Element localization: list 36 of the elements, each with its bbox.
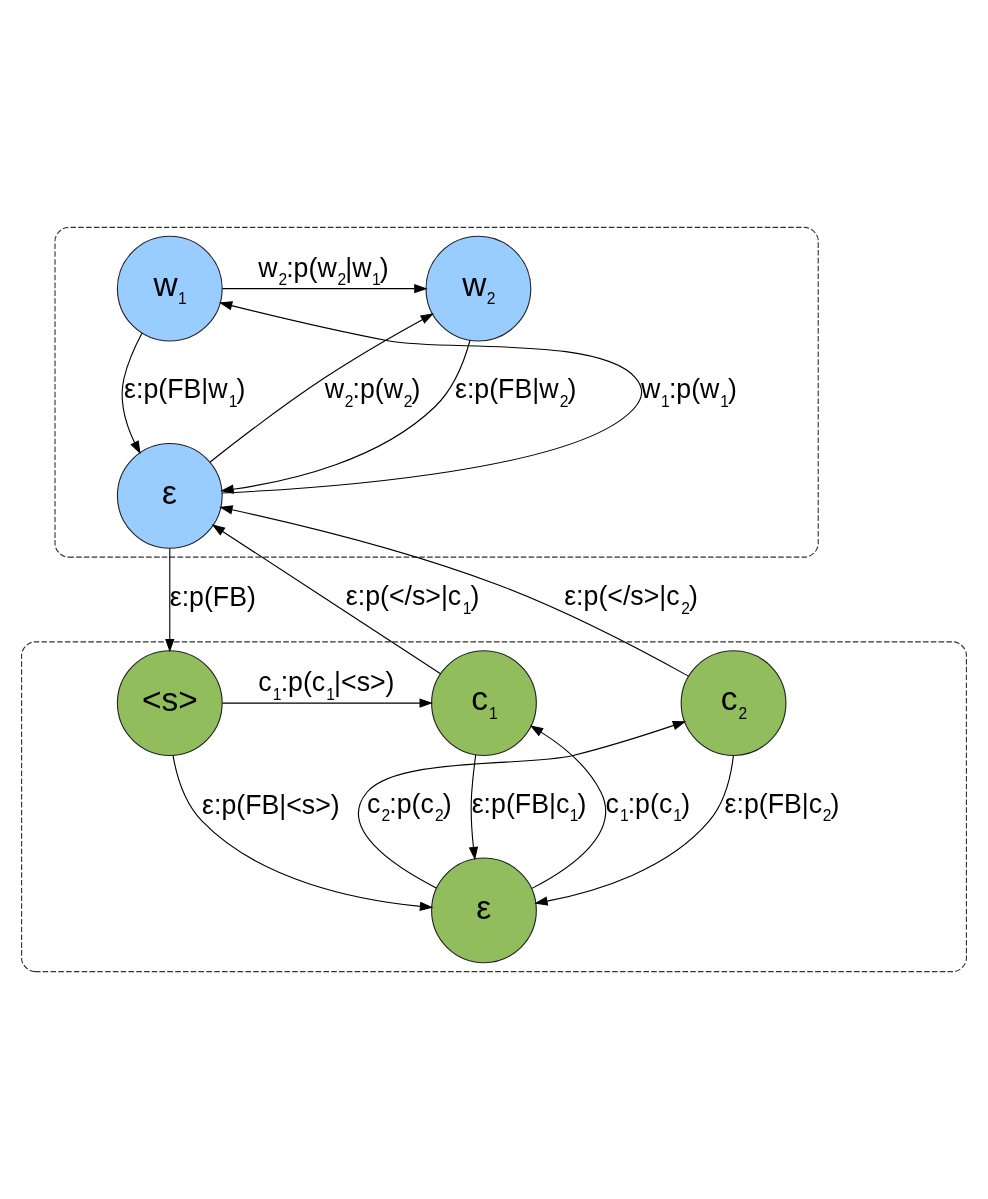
arrow bbox=[529, 725, 607, 889]
arrow bbox=[121, 332, 143, 455]
edge-label: ε:p(FB|w$_{1}$) bbox=[124, 374, 246, 410]
edge-label: ε:p(</s>|c$_{1}$) bbox=[345, 581, 480, 617]
node-circle: w$_{2}$ bbox=[425, 235, 532, 342]
edge-label: ε:p(FB|w$_{2}$) bbox=[455, 374, 577, 410]
edge-label: ε:p(FB) bbox=[169, 582, 256, 613]
edge-label: ε:p(</s>|c$_{2}$) bbox=[564, 581, 698, 617]
arrow bbox=[221, 283, 428, 294]
node-circle: c$_{1}$ bbox=[431, 650, 537, 757]
arrow bbox=[211, 524, 442, 675]
edge-label: c$_{1}$:p(c$_{1}$) bbox=[605, 788, 691, 825]
cluster bbox=[21, 641, 967, 973]
edge-label: w$_{2}$:p(w$_{2}$|w$_{1}$) bbox=[258, 252, 389, 289]
edge-label: w$_{1}$:p(w$_{1}$) bbox=[641, 374, 737, 410]
arrow bbox=[534, 755, 734, 906]
edge-label: c$_{1}$:p(c$_{1}$|<s>) bbox=[258, 667, 395, 703]
edge-label: ε:p(FB|<s>) bbox=[202, 789, 340, 820]
arrow bbox=[468, 754, 479, 861]
edge-label: ε:p(FB|c$_{2}$) bbox=[724, 788, 840, 825]
cluster bbox=[54, 226, 819, 558]
arrow bbox=[172, 754, 434, 912]
edge-label: c$_{2}$:p(c$_{2}$) bbox=[366, 788, 452, 825]
node-circle: ε bbox=[431, 857, 537, 964]
arrow bbox=[219, 505, 689, 677]
node-circle: w$_{1}$ bbox=[116, 235, 223, 342]
edge-label: ε:p(FB|c$_{1}$) bbox=[471, 788, 587, 825]
node-circle: <s> bbox=[116, 650, 223, 757]
arrow bbox=[220, 339, 471, 494]
arrow bbox=[209, 313, 434, 463]
edge-label: w$_{2}$:p(w$_{2}$) bbox=[324, 374, 421, 410]
arrow bbox=[165, 548, 175, 653]
arrow bbox=[218, 301, 643, 494]
arrow bbox=[221, 698, 433, 708]
node-circle: c$_{2}$ bbox=[680, 650, 787, 757]
arrow bbox=[358, 721, 687, 889]
